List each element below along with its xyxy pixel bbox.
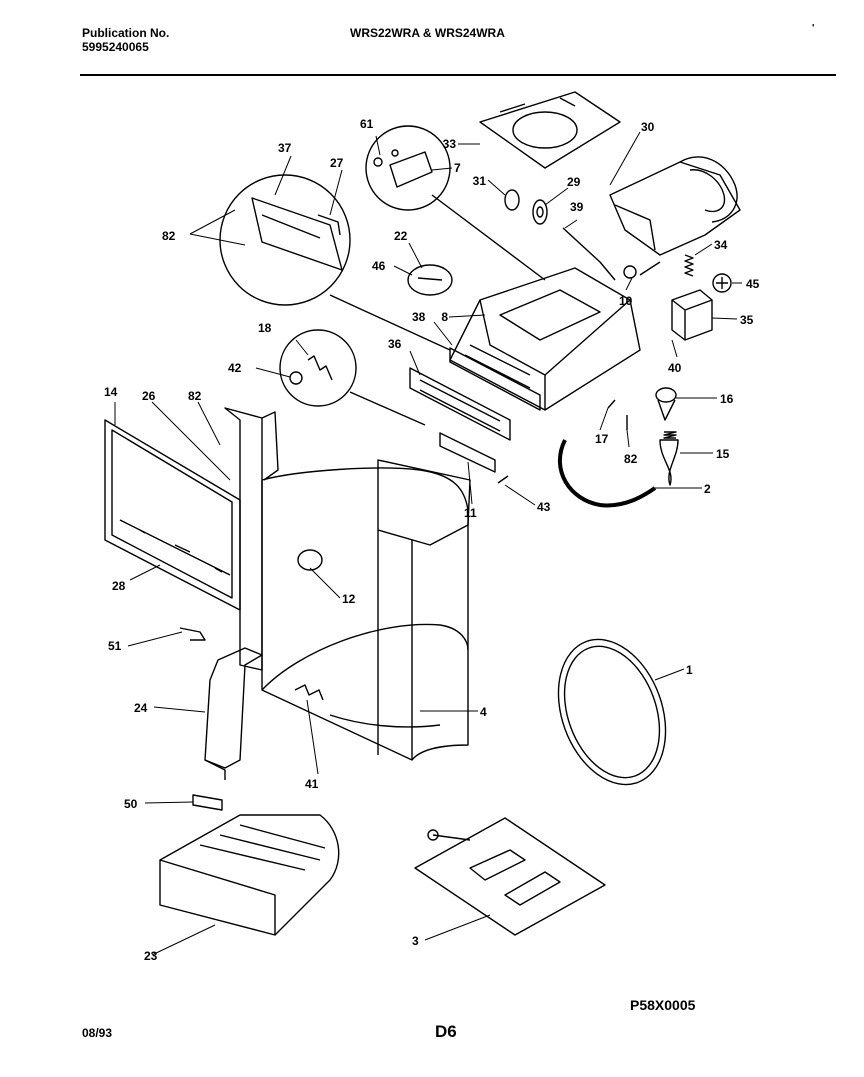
callout-82-frame: 82 [188, 389, 202, 403]
part-10-actuator [623, 261, 661, 279]
part-16-switch [655, 387, 677, 421]
callout-leaders [114, 131, 742, 956]
model-numbers: WRS22WRA & WRS24WRA [350, 26, 505, 40]
part-17-screw [607, 399, 616, 409]
callout-27: 27 [330, 156, 344, 170]
part-7-bracket [373, 149, 433, 188]
part-38-plate [449, 347, 541, 411]
part-24-lever [204, 647, 263, 780]
leader-61 [431, 194, 546, 281]
part-39-rod [562, 227, 616, 281]
callout-3: 3 [412, 934, 419, 948]
part-1-gasket [557, 638, 667, 786]
part-41-spring [294, 684, 324, 701]
part-4-tub [261, 459, 471, 761]
callout-14: 14 [104, 385, 118, 399]
callout-2: 2 [704, 482, 711, 496]
callout-35: 35 [740, 313, 754, 327]
callout-23: 23 [144, 949, 158, 963]
callout-22: 22 [394, 229, 408, 243]
callout-42: 42 [228, 361, 242, 375]
callout-39: 39 [570, 200, 584, 214]
callout-4: 4 [480, 705, 487, 719]
callout-10: 10 [619, 294, 633, 308]
part-12-clip [297, 549, 323, 571]
callout-8: 8 [441, 310, 448, 324]
part-18-spring [289, 355, 333, 385]
leader-18 [349, 391, 426, 426]
part-2-harness [558, 439, 657, 508]
callout-31: 31 [473, 174, 487, 188]
publication-label: Publication No. [82, 26, 170, 40]
callout-29: 29 [567, 175, 581, 189]
part-31-bushing [504, 189, 520, 211]
callout-15: 15 [716, 447, 730, 461]
callout-12: 12 [342, 592, 356, 606]
page-number: D6 [435, 1022, 457, 1041]
callout-28: 28 [112, 579, 126, 593]
corner-mark: ' [812, 23, 815, 34]
part-43-screw [497, 475, 509, 484]
callout-30: 30 [641, 120, 655, 134]
callout-37: 37 [278, 141, 292, 155]
callout-7: 7 [454, 161, 461, 175]
diagram-code: P58X0005 [630, 997, 696, 1013]
part-11-bracket [439, 432, 496, 473]
callout-labels: 33 30 31 29 39 61 7 27 37 82 22 46 8 38 … [104, 117, 760, 963]
callout-61: 61 [360, 117, 374, 131]
part-3-heater [414, 817, 606, 936]
part-15-lamp [659, 431, 679, 486]
callout-1: 1 [686, 663, 693, 677]
part-33-top-plate [479, 91, 621, 169]
callout-36: 36 [388, 337, 402, 351]
callout-18: 18 [258, 321, 272, 335]
part-51-rod [179, 627, 206, 641]
callout-26: 26 [142, 389, 156, 403]
callout-17: 17 [595, 432, 609, 446]
part-50-pad [192, 794, 223, 811]
detail-circle-37 [219, 174, 351, 306]
part-30-duct [609, 156, 741, 256]
part-29-gear [532, 199, 548, 225]
callout-50: 50 [124, 797, 138, 811]
callout-40: 40 [668, 361, 682, 375]
part-37-plate [251, 197, 343, 271]
callout-38: 38 [412, 310, 426, 324]
header-rule [80, 74, 836, 76]
callout-33: 33 [443, 137, 457, 151]
callout-34: 34 [714, 238, 728, 252]
part-36-panel [409, 367, 511, 441]
part-34-spring [684, 254, 694, 277]
part-45-screw [712, 273, 732, 293]
detail-circle-61 [365, 125, 451, 211]
callout-82-right: 82 [624, 452, 638, 466]
leader-37 [329, 294, 451, 351]
publication-number: 5995240065 [82, 40, 149, 54]
callout-41: 41 [305, 777, 319, 791]
callout-43: 43 [537, 500, 551, 514]
callout-24: 24 [134, 701, 148, 715]
detail-circle-18 [279, 329, 357, 407]
part-8-dispenser-housing [449, 267, 641, 411]
part-35-solenoid [671, 289, 713, 341]
callout-51: 51 [108, 639, 122, 653]
part-26-frame [224, 407, 279, 671]
callout-11: 11 [464, 506, 477, 520]
callout-16: 16 [720, 392, 734, 406]
part-23-drip-tray [159, 814, 340, 936]
part-22-insert [407, 264, 453, 296]
footer-date: 08/93 [82, 1026, 113, 1040]
callout-45: 45 [746, 277, 760, 291]
callout-82-left: 82 [162, 229, 176, 243]
callout-46: 46 [372, 259, 386, 273]
